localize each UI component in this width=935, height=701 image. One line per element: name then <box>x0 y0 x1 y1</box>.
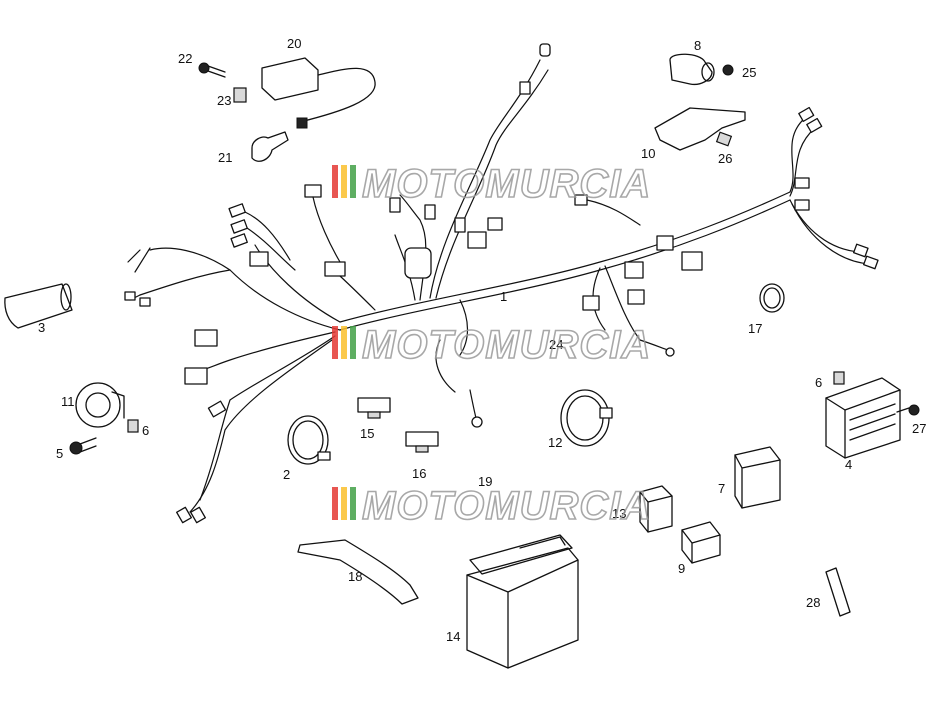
callout-12: 12 <box>548 435 562 450</box>
callout-11: 11 <box>61 394 75 409</box>
callout-5: 5 <box>56 446 63 461</box>
part-4-regulator <box>825 377 901 459</box>
callout-23: 23 <box>217 93 231 108</box>
callout-19: 19 <box>478 474 492 489</box>
watermark-text: MOTOMURCIA <box>362 484 651 528</box>
callout-4: 4 <box>845 457 852 472</box>
callout-6b: 6 <box>815 375 822 390</box>
callout-21: 21 <box>218 150 232 165</box>
callout-labels: 1 2 3 4 5 6 6 7 8 9 10 11 12 13 14 15 16… <box>38 36 926 644</box>
callout-1: 1 <box>500 289 507 304</box>
part-21-spark-cap <box>251 131 289 162</box>
part-25-nut <box>722 64 734 76</box>
callout-17: 17 <box>748 321 762 336</box>
callout-22: 22 <box>178 51 192 66</box>
callout-26: 26 <box>718 151 732 166</box>
watermark-stripe-yellow <box>341 165 347 198</box>
callout-16: 16 <box>412 466 426 481</box>
part-20-ignition-coil <box>261 57 376 129</box>
part-13-relay <box>639 485 673 533</box>
watermark-stripe-green <box>350 165 356 198</box>
callout-10: 10 <box>641 146 655 161</box>
watermark-stripe-green <box>350 326 356 359</box>
callout-14: 14 <box>446 629 460 644</box>
part-15-fuse <box>357 397 391 419</box>
callout-18: 18 <box>348 569 362 584</box>
callout-8: 8 <box>694 38 701 53</box>
part-9-flasher <box>681 521 721 564</box>
callout-9: 9 <box>678 561 685 576</box>
callout-3: 3 <box>38 320 45 335</box>
watermark-top: MOTOMURCIA <box>332 161 651 207</box>
part-10-bracket <box>654 107 746 151</box>
callout-2: 2 <box>283 467 290 482</box>
part-23-clip <box>233 87 247 103</box>
callout-15: 15 <box>360 426 374 441</box>
part-17-clamp <box>759 283 785 313</box>
part-3-boot <box>4 283 73 329</box>
callout-13: 13 <box>612 506 626 521</box>
callout-27: 27 <box>912 421 926 436</box>
part-22-bolt <box>198 62 226 78</box>
wiring-harness <box>124 43 879 524</box>
watermark-stripe-red <box>332 487 338 520</box>
part-5-bolt <box>69 437 97 455</box>
watermark-bottom: MOTOMURCIA <box>332 483 651 529</box>
watermark-stripe-green <box>350 487 356 520</box>
callout-28: 28 <box>806 595 820 610</box>
callout-6: 6 <box>142 423 149 438</box>
watermark-stripe-yellow <box>341 326 347 359</box>
part-7-relay <box>734 446 781 509</box>
watermark-text: MOTOMURCIA <box>362 162 651 206</box>
part-12-clamp <box>560 389 613 447</box>
part-14-battery <box>466 534 579 669</box>
callout-25: 25 <box>742 65 756 80</box>
part-26-clip <box>715 131 733 147</box>
watermark-middle: MOTOMURCIA <box>332 322 651 368</box>
callout-7: 7 <box>718 481 725 496</box>
part-16-fuse <box>405 431 439 453</box>
part-11-horn <box>75 382 125 428</box>
part-18-strap <box>297 539 419 605</box>
watermark-text: MOTOMURCIA <box>362 323 651 367</box>
watermark-stripe-red <box>332 165 338 198</box>
part-2-clamp <box>287 415 331 465</box>
part-28-sleeve <box>825 567 851 617</box>
part-6-clip <box>127 371 845 433</box>
watermark-stripe-yellow <box>341 487 347 520</box>
watermark-stripe-red <box>332 326 338 359</box>
callout-20: 20 <box>287 36 301 51</box>
part-8-sensor <box>669 53 715 86</box>
part-27-bolt <box>896 404 920 416</box>
callout-24: 24 <box>549 337 563 352</box>
